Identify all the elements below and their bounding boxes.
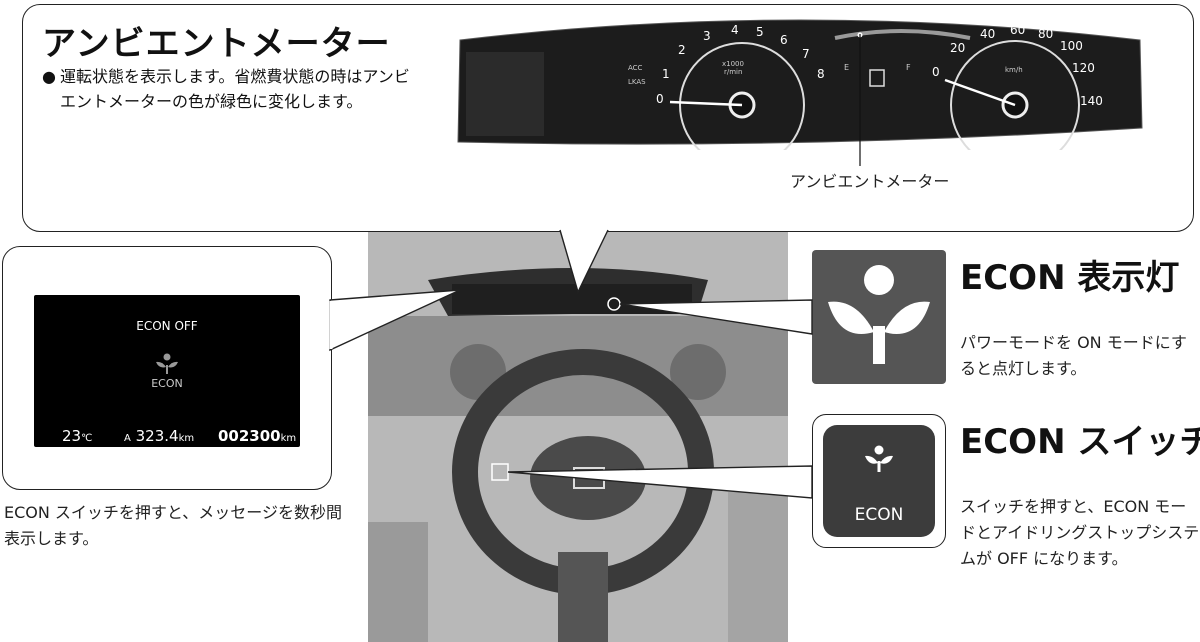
econ-leaf-icon [865, 445, 893, 472]
temp-value: 23 [62, 427, 82, 445]
tach-tick: 7 [802, 47, 810, 61]
speed-tick: 100 [1060, 39, 1083, 53]
tachometer: 0 1 2 3 4 5 6 7 8 x1000 r/min [656, 23, 825, 150]
econ-switch-callout: ECON [812, 414, 946, 548]
outside-temperature: 23℃ [62, 427, 92, 445]
speed-tick: 60 [1010, 23, 1025, 37]
tach-tick: 5 [756, 25, 764, 39]
steering-hub [530, 436, 646, 520]
ambient-meter-description: 運転状態を表示します。省燃費状態の時はアンビエントメーターの色が緑色に変化します… [42, 64, 410, 114]
econ-switch-button[interactable]: ECON [823, 425, 935, 537]
tach-tick: 0 [656, 92, 664, 106]
fuel-pump-icon [869, 69, 885, 87]
tach-tick: 3 [703, 29, 711, 43]
temp-unit: ℃ [81, 433, 93, 444]
multi-info-display: ECON OFF ECON 23℃ A 323.4km 002300km [34, 295, 300, 447]
speed-tick: 80 [1038, 27, 1053, 41]
econ-switch-description: スイッチを押すと、ECON モードとアイドリングストップシステムが OFF にな… [960, 497, 1200, 568]
tach-tick: 2 [678, 43, 686, 57]
fuel-full-label: F [906, 63, 911, 72]
tach-unit: x1000 [722, 60, 744, 68]
speed-tick: 140 [1080, 94, 1103, 108]
ambient-meter-arc [834, 29, 971, 40]
trip-label: A [124, 433, 131, 444]
ambient-meter-label: アンビエントメーター [790, 172, 950, 191]
econ-indicator-light [812, 250, 946, 384]
econ-switch-title: ECON スイッチ [960, 422, 1200, 462]
econ-off-message: ECON OFF [136, 319, 198, 333]
lkas-label: LKAS [628, 78, 646, 86]
trip-unit: km [178, 433, 195, 444]
econ-indicator-icon [828, 265, 930, 364]
acc-label: ACC [628, 64, 643, 72]
ambient-meter-title: アンビエントメーター [42, 24, 391, 64]
display-caption: ECON スイッチを押すと、メッセージを数秒間表示します。 [4, 503, 342, 548]
tach-tick: 4 [731, 23, 739, 37]
trip-value: 323.4 [135, 427, 179, 445]
econ-text: ECON [151, 377, 183, 390]
vent [670, 344, 726, 400]
tach-tick: 1 [662, 67, 670, 81]
speed-tick: 0 [932, 65, 940, 79]
speedometer: 0 20 40 60 80 100 120 140 km/h [932, 23, 1103, 150]
speed-unit: km/h [1005, 66, 1023, 74]
econ-indicator-title: ECON 表示灯 [960, 258, 1180, 298]
instrument-cluster: 0 1 2 3 4 5 6 7 8 x1000 r/min ACC LKAS E… [457, 19, 1143, 150]
econ-leaf-icon [156, 353, 178, 374]
odo-unit: km [280, 433, 297, 444]
cabin-photo [368, 232, 788, 642]
speed-tick: 40 [980, 27, 995, 41]
odo-value: 002300 [218, 427, 281, 445]
tach-unit: r/min [724, 68, 742, 76]
fuel-empty-label: E [844, 63, 849, 72]
odometer: 002300km [218, 427, 296, 445]
tach-tick: 6 [780, 33, 788, 47]
econ-indicator-description: パワーモードを ON モードにすると点灯します。 [960, 333, 1187, 378]
speed-tick: 120 [1072, 61, 1095, 75]
econ-switch-label: ECON [854, 505, 904, 525]
speed-tick: 20 [950, 41, 965, 55]
trip-meter: A 323.4km [124, 427, 194, 445]
lcd-panel [466, 52, 544, 136]
tach-tick: 8 [817, 67, 825, 81]
